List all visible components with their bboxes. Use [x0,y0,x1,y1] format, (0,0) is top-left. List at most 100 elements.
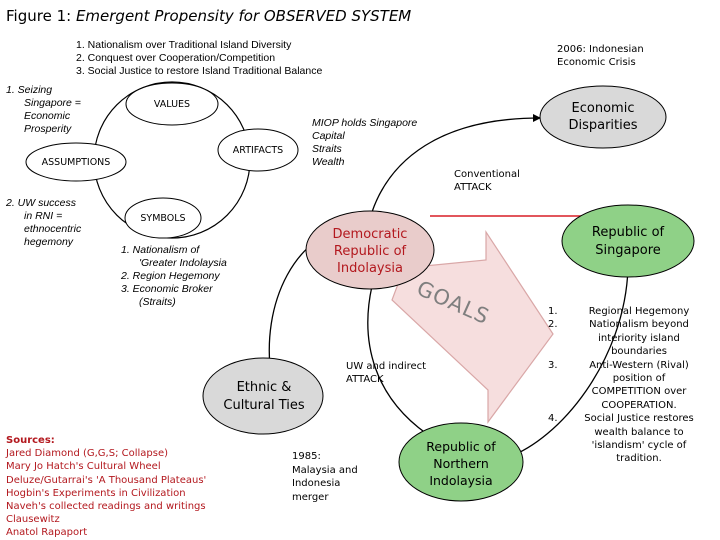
singapore-line: Republic of [591,225,665,240]
source-item: Clausewitz [6,514,60,526]
drni-line: Republic of [333,243,407,259]
right-list-line: position of [612,373,666,385]
right-list-number: 3. [548,359,558,371]
right-list-line: Social Justice restores [584,413,694,425]
top-principles-list: 1. Nationalism over Traditional Island D… [76,39,322,78]
left-list-line: Economic [24,110,71,122]
northern-node[interactable] [398,422,524,502]
symbols-list-line: 'Greater Indolaysia [139,257,227,269]
economic-disparities-line: Disparities [568,118,638,133]
symbols-list-line: 1. Nationalism of [121,244,200,256]
left-list-seizing: 1. Seizing Singapore = Economic Prosperi… [6,84,81,136]
top-list-item: 3. Social Justice to restore Island Trad… [76,65,323,77]
ethnic-node[interactable] [202,357,324,435]
right-list-line: boundaries [611,346,667,358]
economic-disparities-line: Economic [571,101,635,116]
assumptions-node[interactable] [25,142,127,182]
symbols-list-line: (Straits) [139,296,176,308]
right-list-text: Regional Hegemony [560,305,718,318]
left-list-line: 2. UW success [6,197,77,209]
right-list-line: interiority island [598,332,680,344]
conventional-attack-line: ATTACK [454,182,492,193]
symbols-node[interactable] [124,197,202,239]
miop-note-line: Straits [312,143,342,155]
left-list-line: in RNI = [24,210,63,222]
right-goals-list: 1. Regional Hegemony 2. Nationalism beyo… [548,305,718,466]
miop-note-line: Capital [312,130,345,142]
left-list-line: ethnocentric [24,223,82,235]
sources-block: Sources: Jared Diamond (G,G,S; Collapse)… [6,434,206,540]
northern-label: Republic of Northern Indolaysia [406,436,516,490]
singapore-line: Singapore [595,243,661,258]
left-list-line: 1. Seizing [6,84,53,96]
right-list-line: Nationalism beyond [589,319,689,331]
right-list-item: 1. Regional Hegemony [548,305,718,318]
top-list-item: 2. Conquest over Cooperation/Competition [76,52,276,64]
source-item: Anatol Rapaport [6,527,88,539]
right-list-number: 2. [548,319,558,331]
merger-note-line: 1985: [292,451,321,462]
right-list-line: COOPERATION. [601,399,677,411]
merger-note-line: merger [292,491,329,503]
source-item: Jared Diamond (G,G,S; Collapse) [6,448,169,460]
top-list-item: 1. Nationalism over Traditional Island D… [76,39,292,51]
goals-arrow [391,229,554,424]
right-list-text: Nationalism beyond interiority island bo… [560,318,718,358]
right-list-item: 4. Social Justice restores wealth balanc… [548,412,718,466]
right-list-number: 1. [548,306,558,317]
economic-disparities-node[interactable] [539,85,667,149]
artifacts-label: ARTIFACTS [232,144,284,156]
right-list-item: 2. Nationalism beyond interiority island… [548,318,718,358]
source-item: Deluze/Gutarrai's 'A Thousand Plateaus' [6,474,207,486]
right-list-line: wealth balance to [594,426,684,438]
symbols-list-line: 2. Region Hegemony [121,270,220,282]
right-list-line: tradition. [616,453,662,465]
northern-line: Indolaysia [429,472,493,488]
right-list-line: COMPETITION over [591,386,687,398]
right-list-number: 4. [548,413,558,425]
figure-title-prefix: Figure 1: [6,7,76,25]
symbols-list-line: 3. Economic Broker [121,283,213,295]
artifacts-node[interactable] [217,128,299,172]
drni-label: Democratic Republic of Indolaysia [312,225,428,277]
left-list-line: hegemony [24,236,74,248]
conventional-attack-label: Conventional ATTACK [454,168,520,194]
ethnic-line: Ethnic & [236,380,292,395]
source-item: Hogbin's Experiments in Civilization [6,487,186,499]
merger-note-line: Indonesia [292,478,341,489]
drni-to-northern-connector [367,285,437,441]
economic-disparities-label: Economic Disparities [545,97,661,137]
right-list-line: Anti-Western (Rival) [589,359,689,371]
singapore-node[interactable] [561,204,695,278]
left-list-line: Prosperity [24,123,72,135]
merger-note-line: Malaysia and [292,464,358,476]
singapore-to-northern-connector [505,267,629,460]
drni-node[interactable] [305,210,435,290]
right-list-text: Social Justice restores wealth balance t… [560,412,718,466]
right-list-line: Regional Hegemony [588,306,690,317]
uw-attack-label: UW and indirect ATTACK [346,360,426,386]
uw-attack-line: ATTACK [346,374,384,385]
left-list-uw-success: 2. UW success in RNI = ethnocentric hege… [6,197,81,249]
ethnic-label: Ethnic & Cultural Ties [208,378,320,416]
left-list-line: Singapore = [24,97,81,109]
right-list-line: 'islandism' cycle of [591,440,687,452]
northern-line: Republic of [426,438,496,454]
sources-heading: Sources: [6,435,55,446]
values-node[interactable] [125,82,219,126]
symbols-label: SYMBOLS [140,212,186,224]
drni-to-disparities-connector [371,114,541,213]
ethnic-line: Cultural Ties [223,398,305,413]
symbols-list: 1. Nationalism of 'Greater Indolaysia 2.… [121,244,227,309]
singapore-label: Republic of Singapore [568,223,688,261]
miop-note-line: Wealth [312,156,345,168]
northern-line: Northern [433,455,489,471]
crisis-note-line: 2006: Indonesian [557,44,644,55]
source-item: Naveh's collected readings and writings [6,501,206,513]
values-label: VALUES [153,98,191,110]
figure-title: Figure 1: Emergent Propensity for OBSERV… [6,7,411,25]
drni-line: Indolaysia [337,260,403,276]
conventional-attack-line: Conventional [454,169,520,180]
assumptions-label: ASSUMPTIONS [41,156,111,168]
